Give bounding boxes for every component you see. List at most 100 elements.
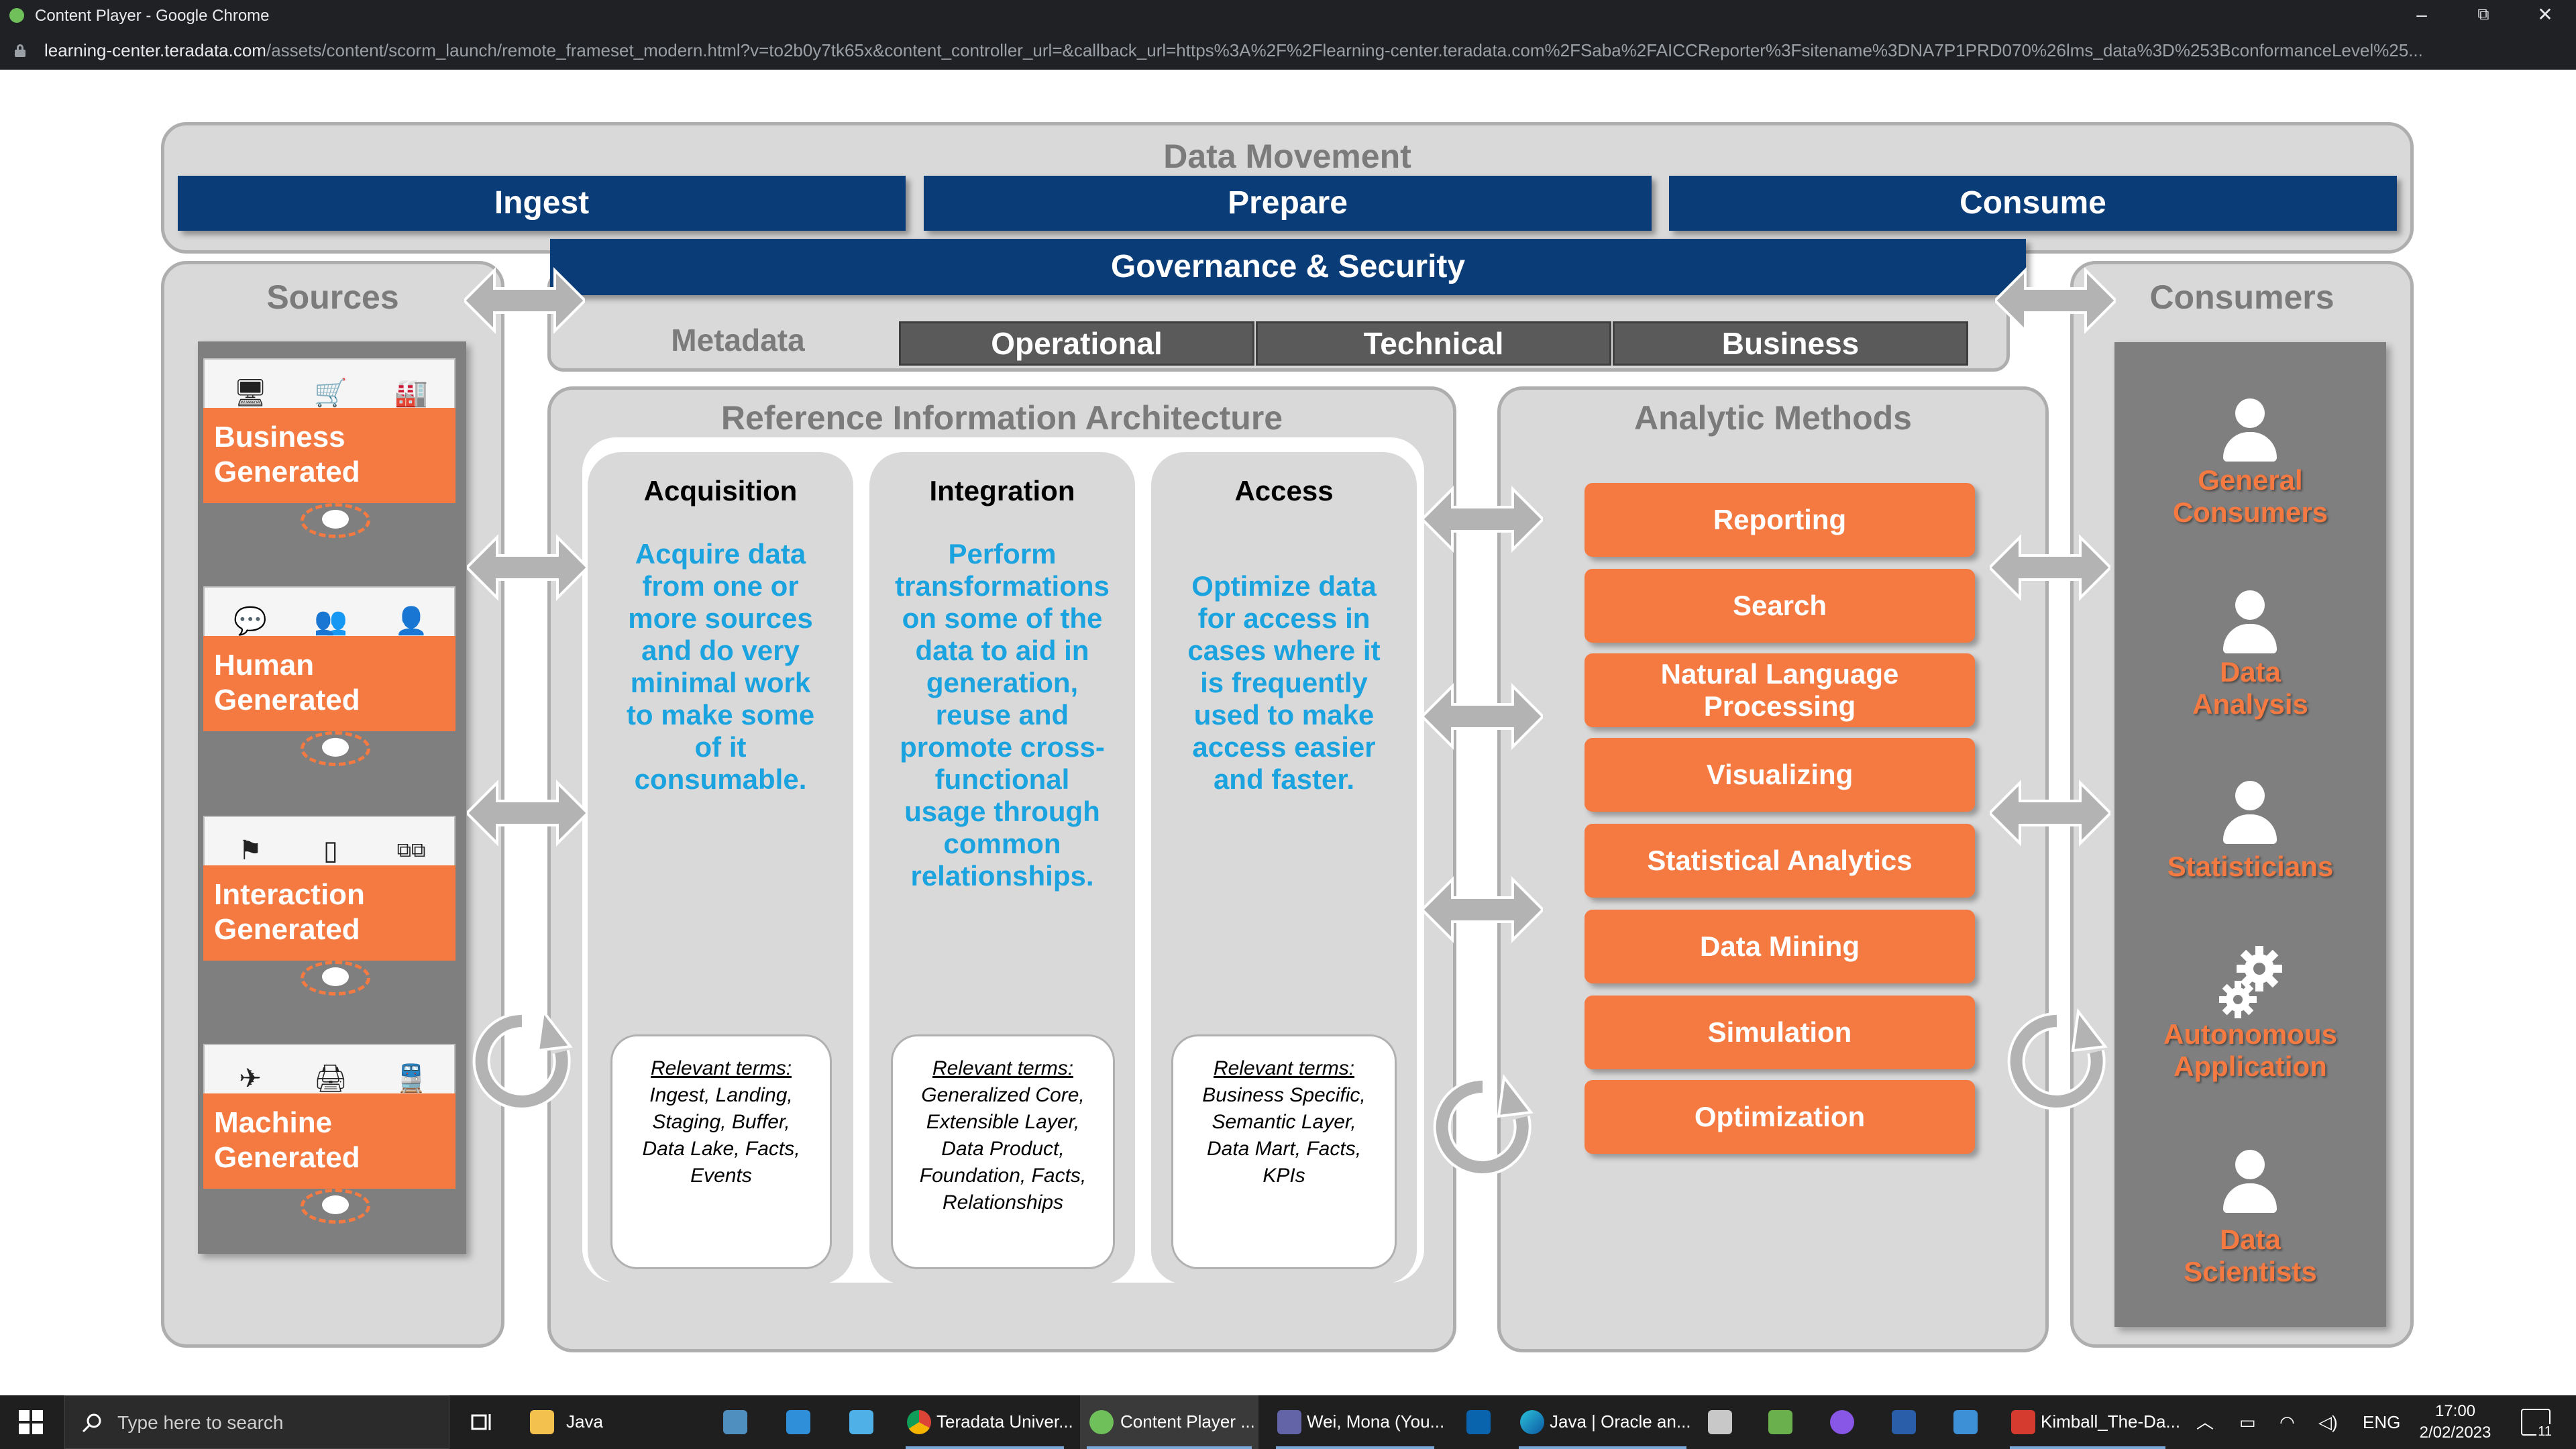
- desc-line: Optimize data: [1191, 570, 1377, 602]
- taskbar-search-box[interactable]: Type here to search: [64, 1395, 449, 1449]
- consumer-line: Application: [2174, 1051, 2327, 1082]
- taskbar-app-github[interactable]: [1822, 1395, 1862, 1449]
- source-line1: Human: [214, 649, 315, 682]
- windows-start-icon[interactable]: [19, 1410, 43, 1434]
- desc-line: of it: [694, 731, 747, 763]
- ria-title: Reference Information Architecture: [720, 399, 1283, 437]
- teams-icon: [1277, 1410, 1301, 1434]
- double-arrow-icon: [467, 780, 588, 847]
- taskbar-app-task-manager[interactable]: [715, 1395, 755, 1449]
- desc-line: consumable.: [634, 763, 807, 795]
- restore-button[interactable]: ⧉: [2477, 5, 2489, 23]
- taskbar-app-snip[interactable]: [1760, 1395, 1801, 1449]
- taskbar-app-outlook[interactable]: [1458, 1395, 1499, 1449]
- terms-line: Data Product,: [941, 1138, 1065, 1160]
- explorer-icon: [1953, 1410, 1978, 1434]
- source-business-generated: Business Generated: [203, 408, 455, 503]
- consumer-line: Consumers: [2172, 496, 2328, 528]
- consumer-general-consumers: General Consumers: [2114, 464, 2386, 529]
- network-icon: ⧉⧉: [396, 839, 426, 861]
- consumer-data-analysis: Data Analysis: [2114, 656, 2386, 720]
- app-label: Teradata Univer...: [936, 1411, 1073, 1432]
- clock-time: 17:00: [2434, 1402, 2476, 1420]
- terms-heading: Relevant terms:: [1213, 1057, 1355, 1079]
- dial-icon: [295, 1186, 376, 1226]
- method-nlp: Natural Language Processing: [1585, 653, 1975, 727]
- chevron-up-icon[interactable]: ︿: [2196, 1412, 2214, 1432]
- double-arrow-icon: [464, 267, 585, 334]
- address-bar[interactable]: learning-center.teradata.com/assets/cont…: [0, 31, 2576, 70]
- task-view-icon[interactable]: [470, 1410, 494, 1434]
- desc-line: data to aid in: [915, 635, 1089, 666]
- terms-heading: Relevant terms:: [650, 1057, 792, 1079]
- dial-icon: [295, 729, 376, 769]
- url-text[interactable]: learning-center.teradata.com/assets/cont…: [44, 40, 2560, 61]
- desc-line: relationships.: [910, 860, 1094, 892]
- factory-icon: 🏭: [394, 378, 428, 408]
- taskbar-app-bird[interactable]: [1700, 1395, 1740, 1449]
- github-icon: [1830, 1410, 1854, 1434]
- method-reporting: Reporting: [1585, 483, 1975, 557]
- lock-icon[interactable]: [15, 44, 25, 57]
- source-machine-generated: Machine Generated: [203, 1093, 455, 1189]
- taskbar-app-vscode[interactable]: [778, 1395, 818, 1449]
- person-icon: [2216, 590, 2284, 657]
- desc-line: cases where it: [1187, 635, 1381, 666]
- taskbar-app-edge[interactable]: Java | Oracle an...: [1512, 1395, 1693, 1449]
- content-player-favicon-icon: [9, 8, 24, 23]
- taskbar-app-network[interactable]: [841, 1395, 881, 1449]
- stage-ingest: Ingest: [178, 176, 906, 231]
- search-placeholder: Type here to search: [117, 1412, 284, 1433]
- snip-icon: [1768, 1410, 1792, 1434]
- ria-desc-acquisition: Acquire data from one or more sources an…: [588, 538, 853, 796]
- data-movement-title: Data Movement: [1163, 138, 1411, 175]
- taskbar-app-powershell[interactable]: [1884, 1395, 1924, 1449]
- desc-line: promote cross-: [900, 731, 1105, 763]
- consumer-autonomous-application: Autonomous Application: [2114, 1018, 2386, 1083]
- terms-acquisition: Relevant terms: Ingest, Landing, Staging…: [610, 1034, 832, 1269]
- taskbar-app-chrome-teradata[interactable]: Teradata Univer...: [899, 1395, 1073, 1449]
- language-indicator[interactable]: ENG: [2363, 1412, 2401, 1432]
- minimize-button[interactable]: –: [2416, 4, 2427, 25]
- cycle-arrow-icon: [2007, 1008, 2108, 1110]
- method-simulation: Simulation: [1585, 996, 1975, 1069]
- battery-icon[interactable]: ▭: [2239, 1412, 2256, 1432]
- cycle-arrow-icon: [472, 1008, 573, 1110]
- ria-desc-integration: Perform transformations on some of the d…: [869, 538, 1135, 892]
- stage-prepare: Prepare: [924, 176, 1652, 231]
- method-search: Search: [1585, 569, 1975, 643]
- chrome-icon: [907, 1410, 931, 1434]
- ria-heading-access: Access: [1234, 475, 1334, 506]
- taskbar-app-content-player[interactable]: Content Player ...: [1080, 1395, 1258, 1449]
- person-icon: [2216, 398, 2284, 466]
- consumer-line: Analysis: [2192, 688, 2308, 720]
- source-line2: Generated: [214, 455, 360, 488]
- pdf-icon: [2011, 1410, 2035, 1434]
- desc-line: minimal work: [630, 667, 811, 698]
- double-arrow-icon: [1990, 780, 2110, 847]
- consumer-line: Scientists: [2184, 1256, 2317, 1287]
- search-icon: [82, 1413, 101, 1433]
- desc-line: more sources: [628, 602, 813, 634]
- taskbar-app-explorer[interactable]: [1945, 1395, 1986, 1449]
- taskbar-app-teams[interactable]: Wei, Mona (You...: [1269, 1395, 1444, 1449]
- wifi-icon[interactable]: ◠: [2279, 1412, 2295, 1432]
- app-label: Kimball_The-Da...: [2041, 1411, 2181, 1432]
- consumer-line: Data: [2219, 1224, 2282, 1255]
- clock-date: 2/02/2023: [2419, 1424, 2491, 1442]
- ria-heading-integration: Integration: [929, 475, 1075, 506]
- close-button[interactable]: ✕: [2537, 4, 2553, 25]
- clock[interactable]: 17:00 2/02/2023: [2410, 1401, 2501, 1444]
- desc-line: usage through: [904, 796, 1100, 827]
- windows-taskbar: Type here to search Java Teradata Univer…: [0, 1395, 2576, 1449]
- volume-icon[interactable]: ◁): [2318, 1412, 2338, 1432]
- terms-line: Relationships: [942, 1191, 1064, 1214]
- chrome-app-icon: [1089, 1410, 1114, 1434]
- desc-line: access easier: [1192, 731, 1376, 763]
- metadata-business: Business: [1613, 321, 1968, 366]
- desc-line: used to make: [1193, 699, 1375, 731]
- notification-center-icon[interactable]: 11: [2521, 1409, 2553, 1440]
- analytic-methods-title: Analytic Methods: [1634, 399, 1912, 437]
- taskbar-app-pdf[interactable]: Kimball_The-Da...: [2003, 1395, 2180, 1449]
- taskbar-app-java-folder[interactable]: Java: [519, 1395, 603, 1449]
